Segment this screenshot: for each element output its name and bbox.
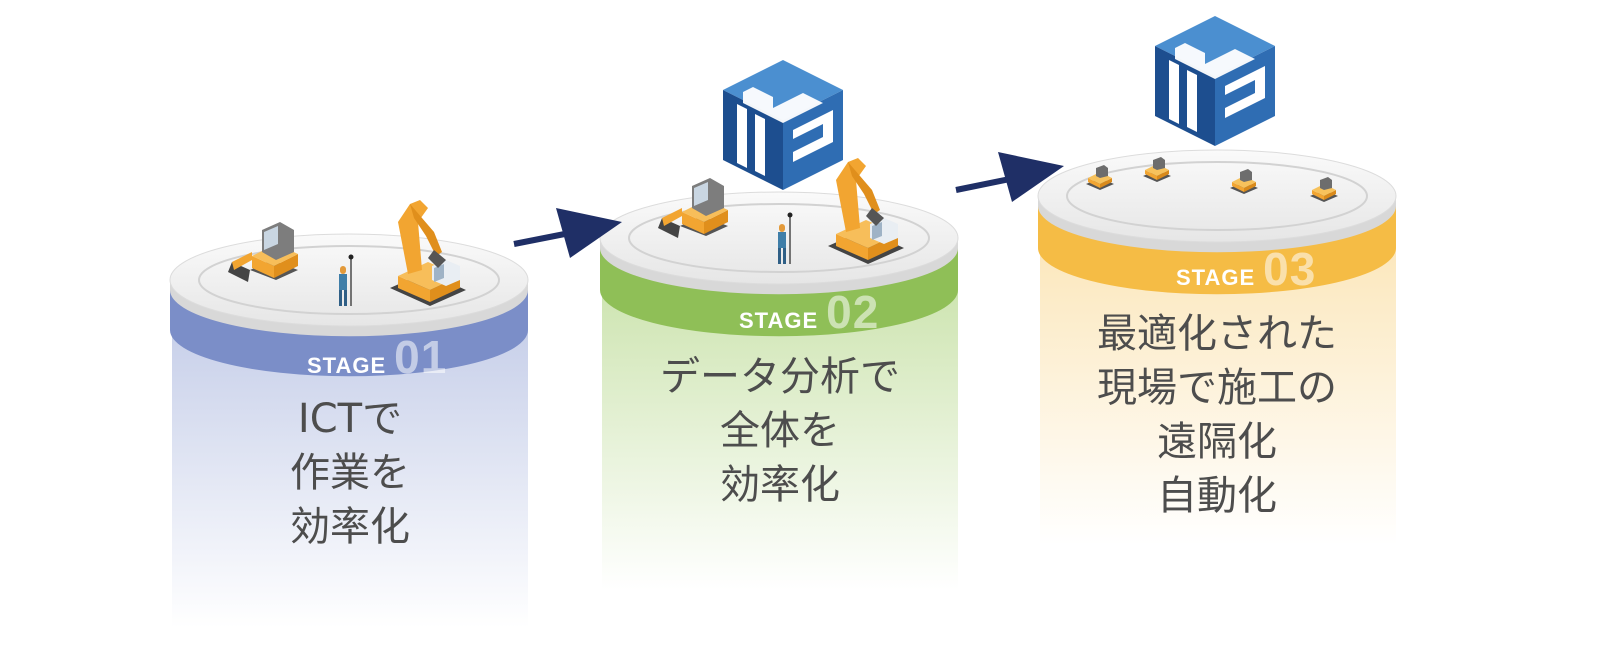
stage-number: 01 — [394, 331, 448, 383]
caption-line: 現場で施工の — [1097, 365, 1337, 411]
stage-word: STAGE — [307, 353, 387, 378]
caption-line: 効率化 — [720, 462, 840, 508]
stage-01-caption: ICTで 作業を 効率化 — [200, 392, 500, 554]
arrow-stage-02-to-03 — [955, 152, 1064, 202]
caption-line: 遠隔化 — [1157, 419, 1277, 465]
caption-line: 最適化された — [1097, 311, 1337, 357]
stage-number: 02 — [826, 286, 880, 338]
caption-line: 自動化 — [1157, 473, 1277, 519]
caption-line: ICTで — [297, 396, 403, 442]
stage-number: 03 — [1263, 243, 1317, 295]
ics-cube-logo — [1155, 16, 1275, 146]
caption-line: 全体を — [720, 408, 840, 454]
caption-line: 作業を — [290, 450, 410, 496]
stage-03-label: STAGE 03 — [1176, 242, 1316, 296]
arrow-stage-01-to-02 — [513, 208, 622, 258]
stage-02-caption: データ分析で 全体を 効率化 — [620, 350, 940, 512]
caption-line: 効率化 — [290, 504, 410, 550]
stage-02-label: STAGE 02 — [739, 285, 879, 339]
stage-word: STAGE — [1176, 265, 1256, 290]
stage-word: STAGE — [739, 308, 819, 333]
caption-line: データ分析で — [660, 354, 900, 400]
stage-01-label: STAGE 01 — [307, 330, 447, 384]
stage-03-pedestal — [1037, 149, 1397, 545]
stage-03-caption: 最適化された 現場で施工の 遠隔化 自動化 — [1057, 307, 1377, 523]
ics-cube-logo — [723, 60, 843, 190]
